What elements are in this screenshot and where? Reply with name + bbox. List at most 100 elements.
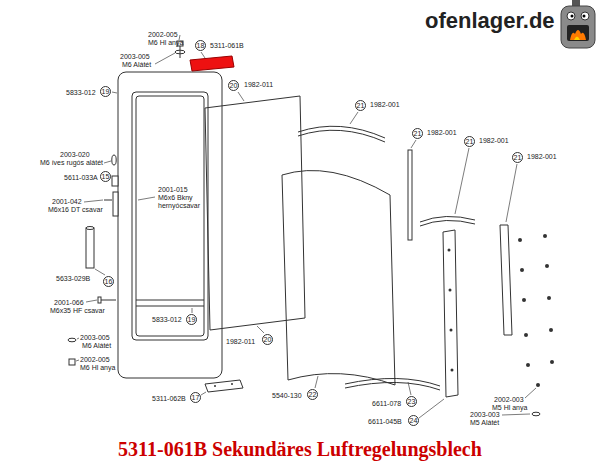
part-label: M6 Hl anya: [148, 39, 183, 47]
leader-lines-part: [455, 148, 469, 214]
leader-lines-part: [112, 92, 117, 93]
door-frame-part: [136, 96, 204, 336]
leader-lines-part: [95, 269, 105, 275]
hinge-parts-part: [98, 297, 101, 303]
part-label: M6x6 Bkny: [158, 194, 193, 202]
logo-mascot-part: [571, 15, 574, 18]
part-label: 1982-001: [370, 101, 400, 109]
callout-number: 19: [186, 314, 197, 325]
part-label: M6 Alátét: [82, 342, 111, 350]
fixing-dots-part: [536, 383, 540, 387]
fixing-dots-part: [550, 360, 554, 364]
callout-number: 18: [195, 40, 206, 51]
hinge-parts-part: [86, 227, 94, 230]
part-label: 2002-005: [148, 31, 178, 39]
glass-panes-part: [282, 171, 395, 386]
bottom-fasteners-part: [69, 359, 75, 365]
part-label: 5833-012: [66, 89, 96, 97]
callout-number: 21: [412, 128, 423, 139]
seal-strips-part: [500, 225, 512, 335]
leader-lines-part: [525, 388, 536, 398]
part-label: 2001-015: [158, 186, 188, 194]
part-label: M6x16 DT csavar: [48, 206, 103, 214]
fixing-dots-part: [549, 328, 553, 332]
logo-mascot-part: [574, 37, 580, 41]
bottom-fasteners-part: [231, 383, 233, 385]
fixing-dots-part: [543, 234, 547, 238]
hinge-parts-part: [104, 200, 112, 201]
logo-mascot-part: [567, 12, 575, 20]
hinge-parts-part: [112, 155, 116, 165]
callout-number: 21: [464, 136, 475, 147]
logo-mascot-part: [561, 6, 595, 48]
leader-lines-part: [192, 308, 193, 313]
glass-panes: [205, 96, 395, 385]
part-label: 5833-012: [152, 316, 182, 324]
hinge-parts-part: [100, 300, 116, 301]
logo-mascot-part: [567, 25, 589, 41]
bottom-fasteners-part: [205, 380, 243, 392]
part-label: 5633-029B: [56, 275, 90, 283]
logo-mascot-part: [583, 15, 586, 18]
fixing-dots-part: [526, 363, 530, 367]
part-label: 5311-061B: [210, 42, 244, 50]
fixing-dots-part: [545, 264, 549, 268]
bottom-fasteners: [68, 338, 243, 392]
bottom-fasteners-part: [68, 338, 76, 342]
seal-strips-part: [443, 230, 458, 397]
leader-lines-part: [419, 399, 444, 418]
part-label: 2001-066: [54, 299, 84, 307]
part-label: M5 Alátét: [470, 419, 499, 427]
callout-number: 16: [103, 276, 114, 287]
leader-lines-part: [502, 414, 530, 415]
part-label: 1982-001: [479, 137, 509, 145]
part-label: 2003-020: [60, 151, 90, 159]
leader-lines-part: [350, 112, 358, 124]
leader-lines-part: [315, 376, 318, 388]
part-label: 5611-033A: [64, 174, 98, 182]
air-control-plate-part: [190, 56, 234, 71]
leader-lines-part: [76, 360, 79, 361]
leader-lines-part: [104, 161, 111, 163]
part-label: hernyócsavar: [158, 202, 200, 210]
part-label: M6 Alátét: [122, 61, 151, 69]
callout-number: 22: [307, 389, 318, 400]
fixing-dots-part: [518, 238, 522, 242]
part-label: M5 Hl anya: [492, 404, 527, 412]
leader-lines-part: [238, 92, 244, 101]
fixing-dots-part: [547, 296, 551, 300]
door-frame-part: [112, 176, 118, 186]
leader-lines-part: [201, 52, 205, 58]
part-label: 5540-130: [272, 392, 302, 400]
callout-number: 20: [262, 334, 273, 345]
part-label: M6 Hl anya: [80, 364, 115, 372]
callout-number: 23: [406, 396, 417, 407]
leader-lines-part: [506, 164, 517, 222]
door-frame-part: [113, 192, 118, 216]
fixing-dots-part: [524, 333, 528, 337]
seal-strips-part: [298, 130, 385, 142]
part-label: 2003-005: [80, 334, 110, 342]
part-label: 1982-011: [244, 81, 273, 89]
fixing-dots-part: [450, 329, 453, 332]
part-label: 2002-005: [80, 356, 110, 364]
door-frame-part: [132, 92, 208, 340]
seal-strips-part: [408, 150, 412, 240]
callout-number: 19: [100, 86, 111, 97]
part-label: M6 íves rugós alátét: [40, 159, 103, 167]
glass-panes-part: [205, 96, 305, 330]
part-label: M6x35 HF csavar: [50, 307, 105, 315]
part-label: 2002-003: [494, 396, 524, 404]
leader-lines-part: [84, 200, 103, 202]
bottom-washer-part: [532, 412, 540, 416]
bottom-fasteners-part: [214, 385, 216, 387]
leader-lines-part: [257, 326, 264, 333]
fixing-dots-part: [449, 289, 452, 292]
fixing-dots-part: [451, 369, 454, 372]
fixing-dots: [448, 234, 555, 387]
part-label: 6611-078: [372, 400, 401, 408]
part-label: 2001-042: [52, 198, 82, 206]
part-label: 6611-045B: [368, 418, 402, 426]
air-control-plate: [190, 56, 234, 71]
callout-number: 21: [355, 100, 366, 111]
